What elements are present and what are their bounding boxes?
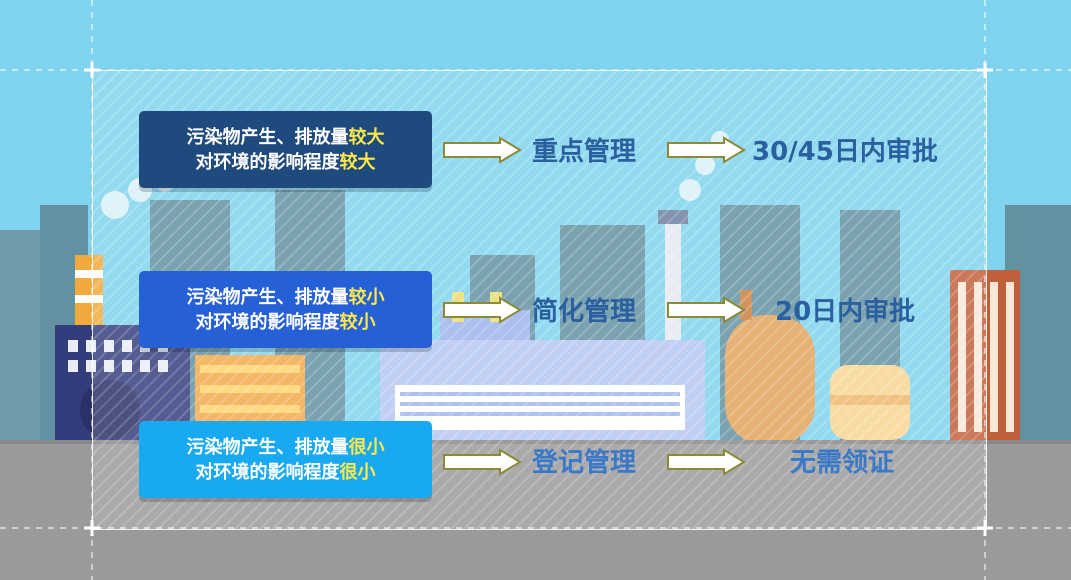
arrow-right-icon (667, 136, 746, 164)
condition-box-major: 污染物产生、排放量较大 对环境的影响程度较大 (139, 111, 432, 188)
arrow-right-icon (443, 136, 522, 164)
condition-line-1: 污染物产生、排放量较小 (187, 285, 385, 310)
result-label-major: 30/45日内审批 (752, 137, 938, 167)
condition-highlight: 很小 (339, 461, 376, 483)
arrow-right-icon (443, 296, 522, 324)
condition-highlight: 较大 (339, 151, 376, 173)
condition-line-2: 对环境的影响程度较大 (196, 150, 376, 175)
condition-highlight: 较大 (348, 126, 385, 148)
condition-text: 对环境的影响程度 (195, 151, 340, 173)
condition-line-1: 污染物产生、排放量较大 (187, 125, 385, 150)
arrow-right-icon (443, 448, 522, 476)
arrow-right-icon (667, 448, 746, 476)
arrow-right-icon (667, 296, 746, 324)
condition-line-2: 对环境的影响程度较小 (196, 310, 376, 335)
condition-box-minimal: 污染物产生、排放量很小 对环境的影响程度很小 (139, 421, 432, 498)
condition-line-2: 对环境的影响程度很小 (196, 460, 376, 485)
condition-text: 污染物产生、排放量 (186, 286, 349, 308)
result-label-minimal: 无需领证 (790, 448, 895, 478)
condition-line-1: 污染物产生、排放量很小 (187, 435, 385, 460)
condition-highlight: 较小 (348, 286, 385, 308)
condition-box-minor: 污染物产生、排放量较小 对环境的影响程度较小 (139, 271, 432, 348)
condition-text: 污染物产生、排放量 (186, 436, 349, 458)
result-label-minor: 20日内审批 (775, 297, 916, 327)
condition-text: 对环境的影响程度 (195, 311, 340, 333)
condition-highlight: 较小 (339, 311, 376, 333)
management-label-minor: 简化管理 (532, 297, 637, 327)
management-label-minimal: 登记管理 (532, 448, 637, 478)
condition-text: 对环境的影响程度 (195, 461, 340, 483)
condition-highlight: 很小 (348, 436, 385, 458)
condition-text: 污染物产生、排放量 (186, 126, 349, 148)
management-label-major: 重点管理 (532, 137, 637, 167)
